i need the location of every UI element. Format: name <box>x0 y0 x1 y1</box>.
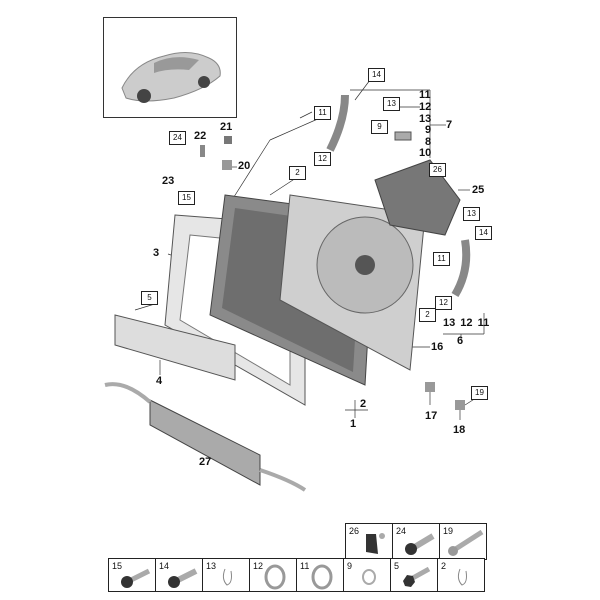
part-number: 19 <box>443 526 454 536</box>
callout-label: 13 12 11 <box>443 317 490 329</box>
callout-label: 3 <box>153 247 160 259</box>
vehicle-thumbnail[interactable] <box>103 17 237 118</box>
callout-box[interactable]: 14 <box>475 226 492 240</box>
part-cell[interactable]: 14 <box>155 558 203 592</box>
callout-label: 27 <box>199 456 212 468</box>
callout-label: 9 <box>425 124 432 136</box>
callout-label: 1 <box>350 418 357 430</box>
spring-clip-icon <box>222 568 232 586</box>
spring-clip-icon <box>457 568 467 586</box>
callout-label: 25 <box>472 184 485 196</box>
callout-box[interactable]: 19 <box>471 386 488 400</box>
callout-label: 7 <box>446 119 453 131</box>
part-cell[interactable]: 12 <box>249 558 297 592</box>
part-number: 24 <box>396 526 407 536</box>
o-ring-icon <box>362 569 376 585</box>
callout-label: 13 <box>419 113 432 125</box>
callout-box[interactable]: 12 <box>435 296 452 310</box>
callout-label: 20 <box>238 160 251 172</box>
hex-bolt-icon <box>403 566 431 587</box>
car-icon <box>121 52 221 103</box>
callout-label: 2 <box>360 398 367 410</box>
part-cell[interactable]: 13 <box>202 558 250 592</box>
part-cell[interactable]: 15 <box>108 558 156 592</box>
callout-label: 6 <box>457 335 464 347</box>
part-number: 14 <box>159 561 170 571</box>
callout-box[interactable]: 2 <box>419 308 436 322</box>
part-cell[interactable]: 9 <box>343 558 391 592</box>
callout-box[interactable]: 15 <box>178 191 195 205</box>
clip-nut-icon <box>366 533 385 554</box>
callout-box[interactable]: 26 <box>429 163 446 177</box>
callout-label: 23 <box>162 175 175 187</box>
callout-label: 17 <box>425 410 438 422</box>
callout-box[interactable]: 2 <box>289 166 306 180</box>
torx-bolt-icon <box>168 568 198 588</box>
part-cell[interactable]: 5 <box>390 558 438 592</box>
part-number: 12 <box>253 561 264 571</box>
callout-label: 16 <box>431 341 444 353</box>
part-cell[interactable]: 2 <box>437 558 485 592</box>
part-cell[interactable]: 24 <box>392 523 440 560</box>
callout-box[interactable]: 11 <box>433 252 450 266</box>
part-cell[interactable]: 11 <box>296 558 344 592</box>
callout-box[interactable]: 13 <box>463 207 480 221</box>
part-number: 26 <box>349 526 360 536</box>
exploded-view <box>104 79 485 492</box>
callout-box[interactable]: 14 <box>368 68 385 82</box>
callout-label: 12 <box>419 101 432 113</box>
o-ring-icon <box>311 564 333 590</box>
callout-label: 11 <box>419 89 431 101</box>
callout-label: 4 <box>156 375 163 387</box>
torx-bolt-icon <box>405 533 435 555</box>
part-number: 15 <box>112 561 123 571</box>
long-bolt-icon <box>448 529 484 556</box>
torx-bolt-icon <box>121 568 151 588</box>
part-number: 9 <box>347 561 353 571</box>
callout-box[interactable]: 5 <box>141 291 158 305</box>
callout-label: 21 <box>220 121 233 133</box>
part-cell[interactable]: 19 <box>439 523 487 560</box>
callout-box[interactable]: 24 <box>169 131 186 145</box>
part-number: 11 <box>300 561 310 571</box>
callout-box[interactable]: 12 <box>314 152 331 166</box>
callout-box[interactable]: 11 <box>314 106 331 120</box>
o-ring-icon <box>264 564 286 590</box>
part-number: 2 <box>441 561 447 571</box>
part-number: 5 <box>394 561 400 571</box>
part-cell[interactable]: 26 <box>345 523 393 560</box>
callout-box[interactable]: 13 <box>383 97 400 111</box>
callout-label: 10 <box>419 147 432 159</box>
callout-label: 18 <box>453 424 466 436</box>
part-number: 13 <box>206 561 217 571</box>
callout-label: 22 <box>194 130 207 142</box>
callout-box[interactable]: 9 <box>371 120 388 134</box>
callout-label: 8 <box>425 136 432 148</box>
